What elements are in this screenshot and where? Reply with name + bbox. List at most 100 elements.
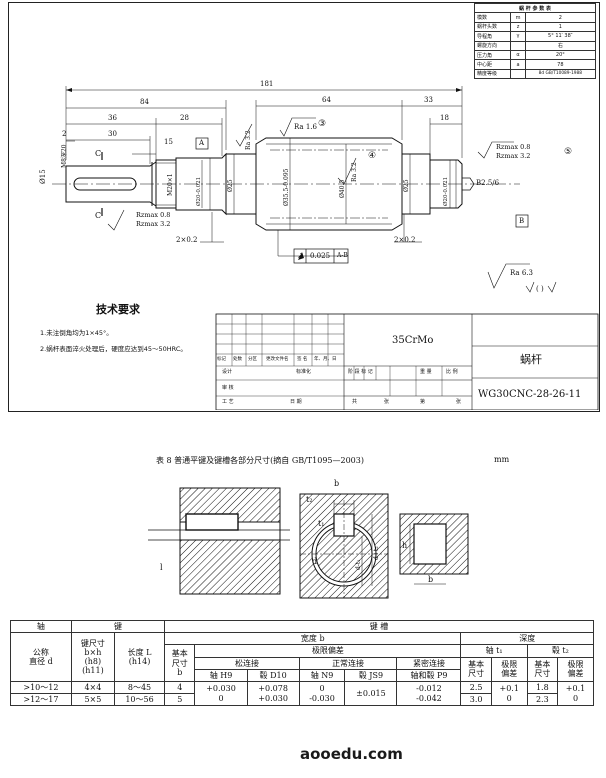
fig-label-d: d: [312, 557, 318, 566]
roughness-paren: ( ): [536, 285, 544, 293]
n9-dev: 0 -0.030: [298, 680, 346, 707]
th-limit-dev-t1: 极限 偏差: [490, 656, 528, 682]
table-unit: mm: [494, 455, 510, 464]
fig-label-d+t2: d+t₂: [373, 546, 380, 560]
keyway-diagrams: [148, 487, 469, 599]
tb-date: 日 期: [290, 399, 302, 405]
th-loose: 松连接: [194, 656, 300, 670]
worm-thread-body: [255, 137, 403, 231]
tech-req-title: 技术要求: [96, 303, 140, 316]
tb-scale: 比 例: [446, 369, 458, 375]
tb-total: 共: [352, 399, 358, 405]
dim-15: 15: [164, 138, 173, 146]
keyway-dimension-table: 轴 键 键 槽 公称 直径 d 键尺寸 b×h (h8) (h11) 长度 L …: [10, 619, 595, 707]
roughness-ra6.3: Ra 6.3: [510, 269, 533, 277]
dim-84: 84: [140, 98, 149, 106]
fig-label-d-t1: d-t₁: [355, 559, 362, 570]
roughness-ra3.2-left: Ra 3.2: [245, 130, 252, 150]
th-basic-size-t1: 基本 尺寸: [460, 656, 492, 682]
fig-label-l: l: [160, 563, 163, 572]
section-c-top: C: [95, 149, 102, 158]
t1-dev: +0.1 0: [490, 680, 528, 707]
fig-label-t2: t₂: [306, 495, 313, 504]
dim-phi35.5: Ø35.5-0.095: [283, 168, 290, 206]
part-name: 蜗杆: [520, 353, 542, 366]
dim-181: 181: [260, 80, 274, 88]
table-row: >12～17 5×5 10～56 5 3.0 2.3: [10, 693, 594, 707]
dim-phi20-right: Ø20-0.021: [443, 176, 449, 206]
dim-m20x1: M20×1: [167, 173, 174, 196]
fig-label-t1: t₁: [318, 519, 325, 528]
th-hub-t2: 毂 t₂: [526, 644, 595, 658]
th-key: 键: [70, 619, 166, 634]
datum-b: B: [519, 217, 525, 225]
tech-req-item-1: 1.未注倒角均为1×45°。: [40, 329, 113, 337]
dim-phi20-left: Ø20-0.021: [196, 176, 202, 206]
table-caption: 表 8 普通平键及键槽各部分尺寸(摘自 GB/T1095—2003): [156, 456, 364, 465]
table-row: >10～12 4×4 8～45 4 +0.030 0 +0.078 +0.030…: [10, 680, 594, 707]
th-basic-size: 基本 尺寸 b: [164, 644, 196, 682]
runout-datum-ref: A-B: [337, 252, 348, 259]
th-normal: 正常连接: [298, 656, 398, 670]
roughness-rzmax0.8-left: Rzmax 0.8: [136, 211, 171, 219]
tb-stage: 阶 段 标 记: [348, 369, 373, 375]
dim-2: 2: [62, 130, 67, 138]
fig-label-h: h: [402, 541, 408, 550]
dim-phi40.5: Ø40.5: [339, 179, 346, 198]
th-hub-d10: 毂 D10: [246, 668, 300, 682]
runout-value: 0.025: [310, 252, 331, 260]
tb-row-label: 签 名: [297, 357, 308, 362]
tb-review: 审 核: [222, 385, 234, 391]
dim-36: 36: [108, 114, 117, 122]
dim-2x0.2-left: 2×0.2: [176, 236, 198, 244]
dim-phi15: Ø15: [39, 169, 47, 184]
dim-phi25-left: Ø25: [227, 179, 234, 192]
roughness-rzmax3.2-left: Rzmax 3.2: [136, 220, 171, 228]
material: 35CrMo: [392, 335, 434, 346]
tb-sheet: 张: [384, 399, 390, 405]
th-key-size: 键尺寸 b×h (h8) (h11): [70, 632, 115, 682]
tb-row-label: 年、月、日: [314, 357, 337, 362]
watermark-text: aooedu.com: [300, 745, 403, 763]
th-depth: 深度: [460, 632, 594, 646]
dim-phi25-right: Ø25: [403, 179, 410, 192]
marker-5: ⑤: [564, 147, 573, 157]
tb-sheet2: 张: [456, 399, 462, 405]
tb-page: 第: [420, 399, 426, 405]
right-journal: [429, 159, 463, 209]
runout-symbol: ↗: [297, 251, 304, 260]
tb-weight: 重 量: [420, 369, 432, 375]
th-tight: 紧密连接: [396, 656, 462, 670]
datum-a: A: [199, 139, 205, 147]
dim-64: 64: [322, 96, 331, 104]
t2-dev: +0.1 0: [557, 680, 594, 707]
js9-dev: ±0.015: [344, 680, 398, 707]
th-nominal-d: 公称 直径 d: [10, 632, 72, 682]
marker-4: ④: [368, 151, 377, 161]
th-basic-size-t2: 基本 尺寸: [526, 656, 559, 682]
th-limit-dev: 极限偏差: [194, 644, 462, 658]
tb-row-label: 分区: [248, 357, 257, 362]
th-shaft-t1: 轴 t₁: [460, 644, 528, 658]
dim-2x0.2-right: 2×0.2: [394, 236, 416, 244]
section-c-bottom: C: [95, 211, 102, 220]
param-row: 螺旋方向右: [473, 40, 597, 51]
p9-dev: -0.012 -0.042: [396, 680, 462, 707]
dim-33: 33: [424, 96, 433, 104]
tb-row-label: 更改文件名: [266, 357, 289, 362]
drawing-number: WG30CNC-28-26-11: [478, 389, 582, 400]
th-width: 宽度 b: [164, 632, 462, 646]
tb-row-label: 处数: [233, 357, 242, 362]
tb-design: 设计: [222, 369, 233, 375]
keyway-slot: [73, 177, 137, 191]
h9-dev: +0.030 0: [194, 680, 248, 707]
tb-standard: 标准化: [296, 369, 312, 375]
th-shaft: 轴: [10, 619, 72, 634]
fig-label-b-bottom: b: [428, 575, 434, 584]
roughness-ra1.6: Ra 1.6: [294, 123, 317, 131]
center-hole-b2.5: B2.5/6: [476, 179, 500, 187]
tech-req-item-2: 2.蜗杆表面淬火处理后，硬度应达到45～50HRC。: [40, 345, 187, 353]
dim-30: 30: [108, 130, 117, 138]
